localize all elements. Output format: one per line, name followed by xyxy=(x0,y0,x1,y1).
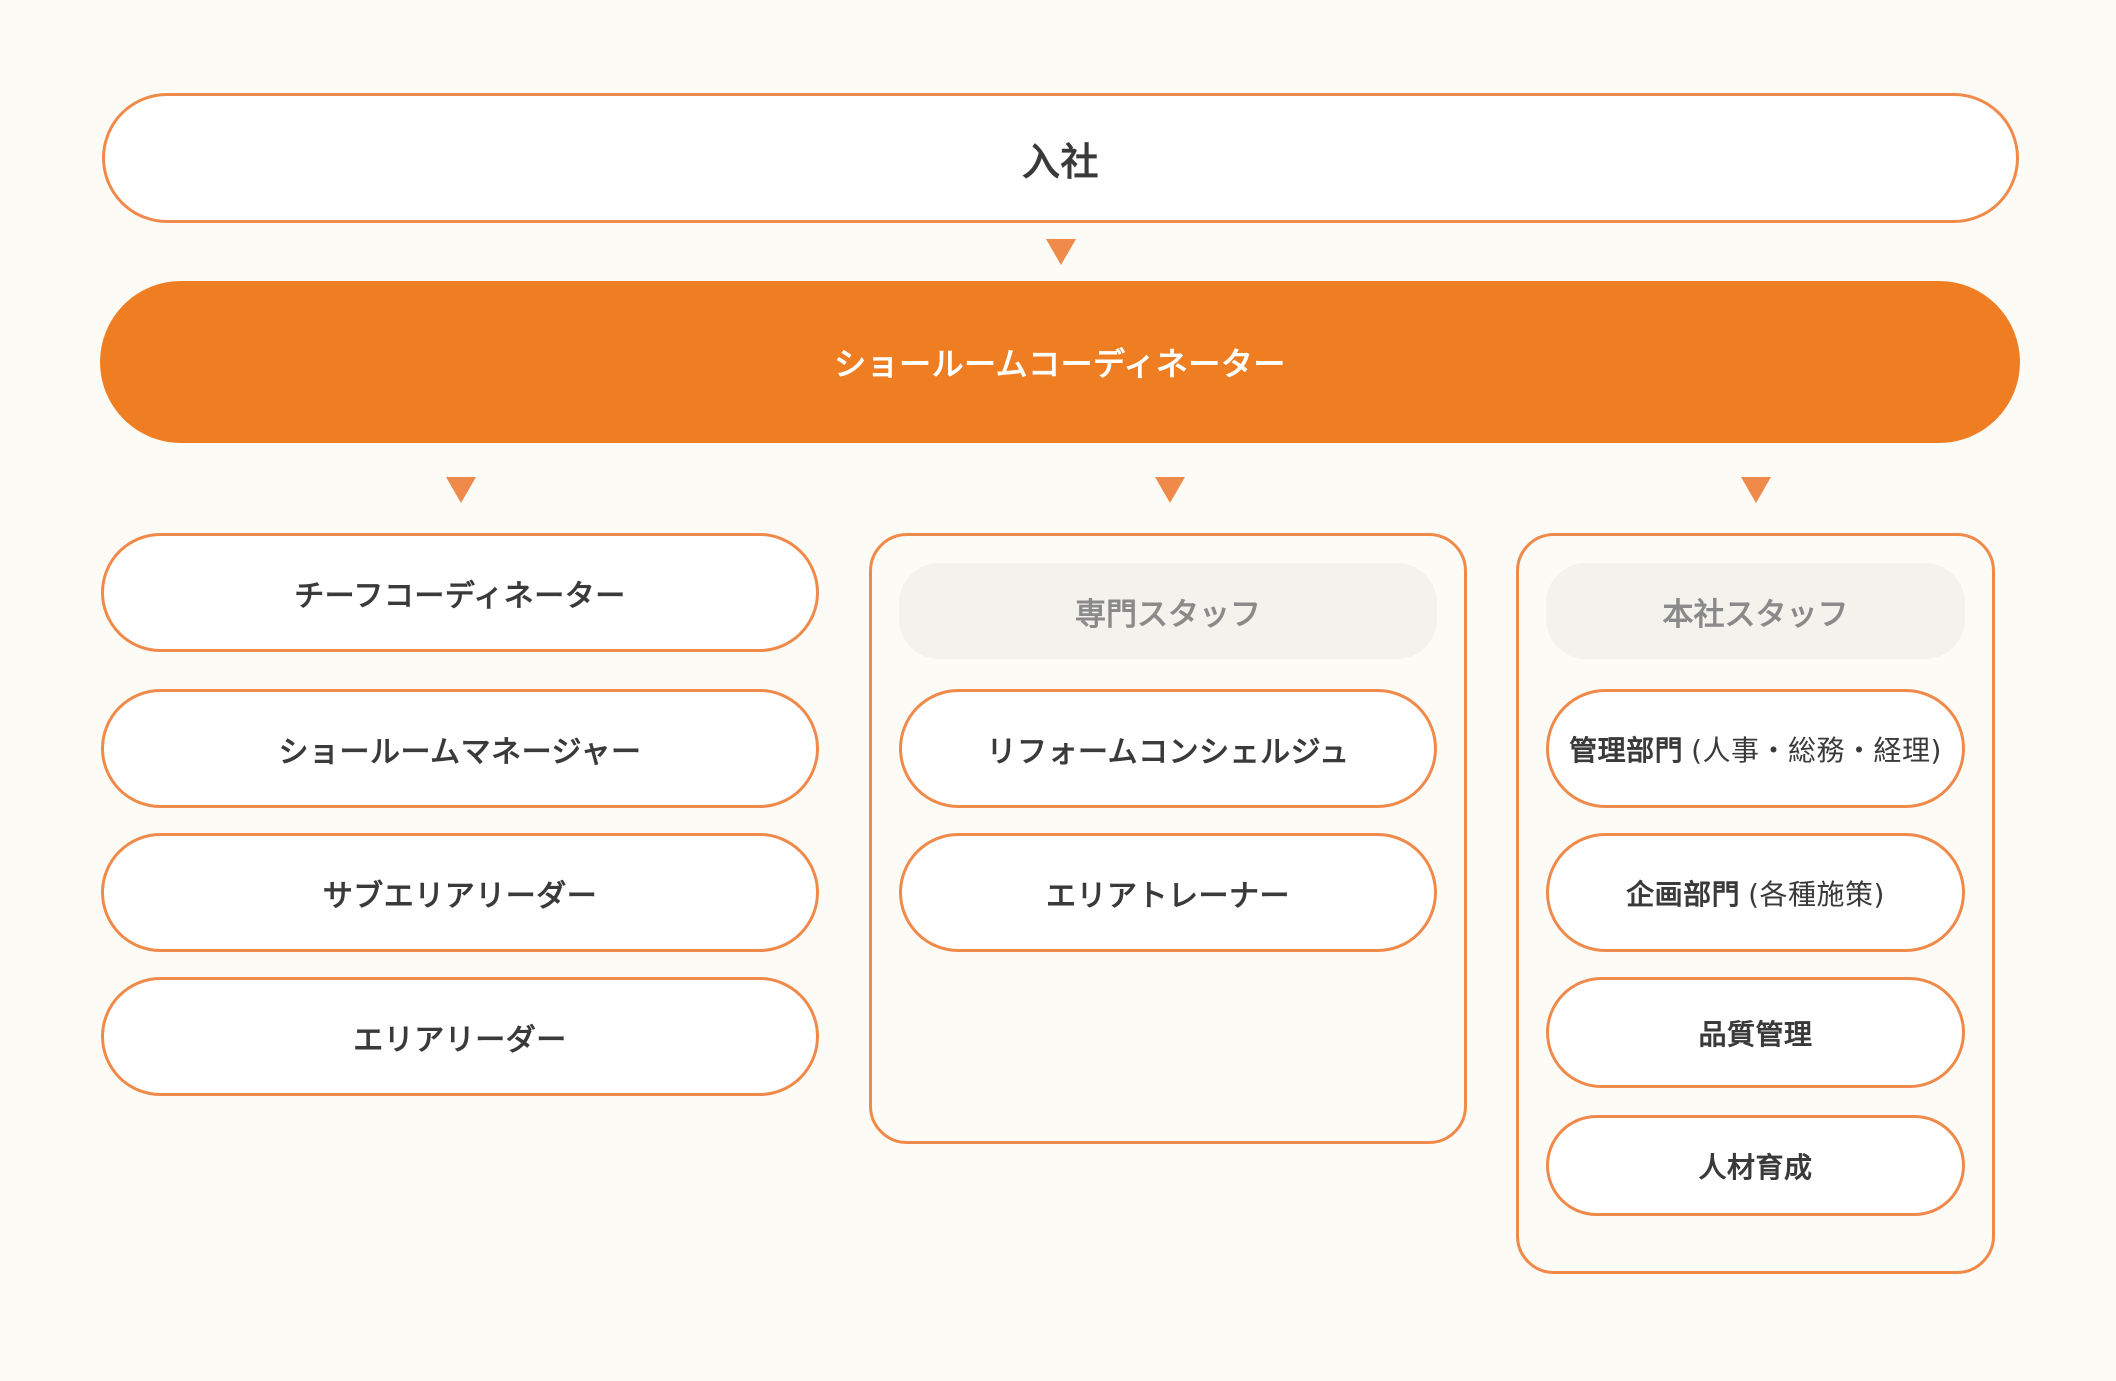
specialist-staff-title: 専門スタッフ xyxy=(899,563,1437,659)
main-role-node: ショールームコーディネーター xyxy=(100,281,2020,443)
specialist-staff-item: リフォームコンシェルジュ xyxy=(899,689,1437,808)
arrow-down-icon xyxy=(1155,477,1185,503)
hq-staff-item-sub: (各種施策) xyxy=(1748,877,1885,911)
hq-staff-item-label: 人材育成 xyxy=(1698,1150,1813,1184)
career-path-item: チーフコーディネーター xyxy=(101,533,819,652)
career-path-item-label: ショールームマネージャー xyxy=(278,734,642,770)
hq-staff-title: 本社スタッフ xyxy=(1546,563,1965,659)
hq-staff-item-label: 管理部門 xyxy=(1569,733,1684,767)
career-path-item-label: エリアリーダー xyxy=(353,1022,567,1058)
entry-label: 入社 xyxy=(1021,139,1099,184)
specialist-staff-title-label: 専門スタッフ xyxy=(1075,596,1261,633)
hq-staff-title-label: 本社スタッフ xyxy=(1662,596,1849,633)
arrow-down-icon xyxy=(1046,239,1076,265)
main-role-label: ショールームコーディネーター xyxy=(834,345,1286,383)
arrow-down-icon xyxy=(1741,477,1771,503)
entry-node: 入社 xyxy=(102,93,2019,223)
hq-staff-item-sub: (人事・総務・経理) xyxy=(1691,733,1942,767)
specialist-staff-item-label: エリアトレーナー xyxy=(1046,878,1290,914)
hq-staff-item: 管理部門 (人事・総務・経理) xyxy=(1546,689,1965,808)
career-path-item: エリアリーダー xyxy=(101,977,819,1096)
hq-staff-item-label: 企画部門 xyxy=(1626,877,1741,911)
career-path-item-label: サブエリアリーダー xyxy=(322,878,598,914)
specialist-staff-item: エリアトレーナー xyxy=(899,833,1437,952)
specialist-staff-item-label: リフォームコンシェルジュ xyxy=(986,734,1350,770)
hq-staff-item: 企画部門 (各種施策) xyxy=(1546,833,1965,952)
career-path-item-label: チーフコーディネーター xyxy=(294,578,626,614)
hq-staff-item-label: 品質管理 xyxy=(1698,1017,1813,1051)
career-path-item: ショールームマネージャー xyxy=(101,689,819,808)
arrow-down-icon xyxy=(446,477,476,503)
career-path-item: サブエリアリーダー xyxy=(101,833,819,952)
hq-staff-item: 人材育成 xyxy=(1546,1115,1965,1216)
hq-staff-item: 品質管理 xyxy=(1546,977,1965,1088)
